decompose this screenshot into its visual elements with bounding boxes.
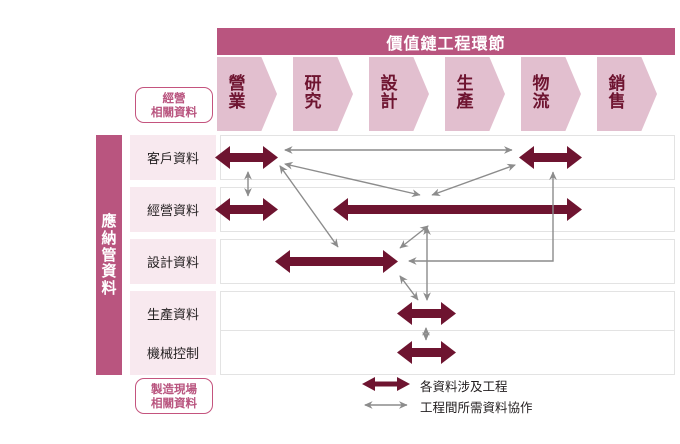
stage-label: 銷售 — [608, 74, 626, 112]
row-label-machine-control[interactable]: 機械控制 — [130, 330, 216, 375]
callout-shopfloor-related-data: 製造現場 相關資料 — [135, 378, 213, 414]
row-label-customer-data[interactable]: 客戶資料 — [130, 135, 216, 180]
vertical-category-label: 應納管資料 — [101, 212, 117, 298]
stage-label: 生產 — [456, 74, 474, 112]
legend-label-collaboration: 工程間所需資料協作 — [420, 400, 533, 415]
stage-label: 物流 — [532, 74, 550, 112]
stage-chevron-design[interactable]: 設計 — [369, 57, 429, 131]
stage-chevron-row: 營業 研究 設計 生產 物流 銷售 — [217, 57, 675, 131]
row-label-text: 客戶資料 — [146, 152, 199, 167]
row-track-management-data — [220, 187, 675, 232]
callout-management-related-data: 經營 相關資料 — [135, 87, 213, 123]
callout-line-1: 經營 — [162, 90, 186, 105]
row-track-machine-control — [220, 330, 675, 375]
row-label-text: 生產資料 — [146, 308, 199, 323]
legend-label-coverage: 各資料涉及工程 — [420, 379, 508, 394]
stage-chevron-sales-ops[interactable]: 營業 — [217, 57, 277, 131]
row-label-text: 經營資料 — [146, 204, 199, 219]
row-label-design-data[interactable]: 設計資料 — [130, 239, 216, 284]
row-track-design-data — [220, 239, 675, 284]
stage-chevron-research[interactable]: 研究 — [293, 57, 353, 131]
legend-icons — [362, 377, 410, 409]
callout-line-1: 製造現場 — [151, 381, 197, 396]
row-label-management-data[interactable]: 經營資料 — [130, 187, 216, 232]
stage-label: 設計 — [380, 74, 398, 112]
callout-line-2: 相關資料 — [151, 105, 197, 119]
stage-label: 營業 — [228, 74, 246, 112]
row-track-customer-data — [220, 135, 675, 180]
value-chain-header-title: 價值鏈工程環節 — [217, 28, 675, 55]
legend: 各資料涉及工程 工程間所需資料協作 — [360, 376, 620, 420]
stage-chevron-logistics[interactable]: 物流 — [521, 57, 581, 131]
legend-maroon-arrow-icon — [362, 377, 410, 391]
vertical-category-bar: 應納管資料 — [96, 135, 122, 375]
row-label-text: 機械控制 — [146, 347, 199, 362]
row-label-production-data[interactable]: 生產資料 — [130, 291, 216, 336]
stage-chevron-selling[interactable]: 銷售 — [597, 57, 657, 131]
row-label-text: 設計資料 — [146, 256, 199, 271]
stage-chevron-production[interactable]: 生產 — [445, 57, 505, 131]
stage-label: 研究 — [304, 74, 322, 112]
callout-line-2: 相關資料 — [151, 396, 197, 410]
